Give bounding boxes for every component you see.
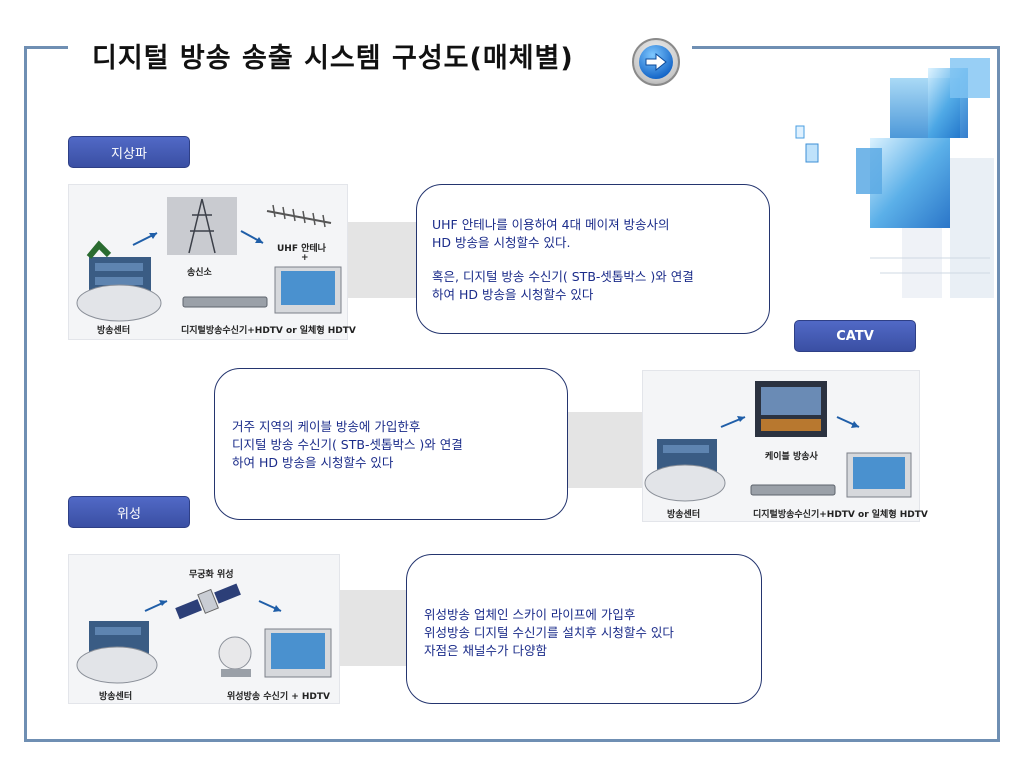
decorative-cubes [856,58,994,298]
next-button[interactable] [632,38,680,86]
catv-diagram: 케이블 방송사 방송센터 디지털방송수신기+HDTV or 일체형 HDTV [642,370,928,522]
caption-station: 방송센터 [97,326,131,336]
terrestrial-illustration [76,197,342,322]
frame-top-left-line [24,46,68,49]
frame-top-right-line [692,46,1000,49]
terrestrial-description-line1: UHF 안테나를 이용하여 4대 메이져 방송사의 [432,217,670,232]
terrestrial-description-box [416,184,770,334]
catv-description-line2: 디지털 방송 수신기( STB-셋톱박스 )와 연결 [232,437,463,452]
terrestrial-description-line5: 하여 HD 방송을 시청할수 있다 [432,287,594,302]
small-cube-icon [795,125,819,163]
catv-description-line1: 거주 지역의 케이블 방송에 가입한후 [232,419,421,434]
tag-satellite: 위성 [68,496,190,528]
catv-description-line3: 하여 HD 방송을 시청할수 있다 [232,455,394,470]
satellite-description-line3: 자점은 채널수가 다양함 [424,643,547,658]
page-title: 디지털 방송 송출 시스템 구성도(매체별) [92,43,574,74]
terrestrial-description-line4: 혹은, 디지털 방송 수신기( STB-셋톱박스 )와 연결 [432,269,694,284]
satellite-diagram: 무궁화 위성 방송센터 위성방송 수신기 + HDTV [68,554,340,704]
satellite-description-line1: 위성방송 업체인 스카이 라이프에 가입후 [424,607,636,622]
satellite-illustration [76,583,332,684]
caption-station: 방송센터 [99,692,133,702]
caption-receiver: 디지털방송수신기+HDTV or 일체형 HDTV [181,326,356,336]
satellite-description-box [406,554,762,704]
caption-receiver: 디지털방송수신기+HDTV or 일체형 HDTV [753,510,928,520]
caption-plus: + [301,253,309,263]
caption-station: 방송센터 [667,510,701,520]
caption-satellite: 무궁화 위성 [189,570,234,580]
tag-terrestrial: 지상파 [68,136,190,168]
terrestrial-description-line2: HD 방송을 시청할수 있다. [432,235,571,250]
caption-receiver: 위성방송 수신기 + HDTV [227,692,331,702]
arrow-right-icon [639,45,673,79]
catv-description-box [214,368,568,520]
slide-frame [24,48,1000,742]
caption-operator: 케이블 방송사 [765,452,818,462]
terrestrial-diagram: 송신소 UHF 안테나 + 방송센터 디지털방송수신기+HDTV or 일체형 … [68,184,356,340]
satellite-description-line2: 위성방송 디지털 수신기를 설치후 시청할수 있다 [424,625,674,640]
caption-tower: 송신소 [187,268,212,278]
tag-catv: CATV [794,320,916,352]
catv-illustration [644,381,912,502]
caption-antenna: UHF 안테나 [277,244,326,254]
